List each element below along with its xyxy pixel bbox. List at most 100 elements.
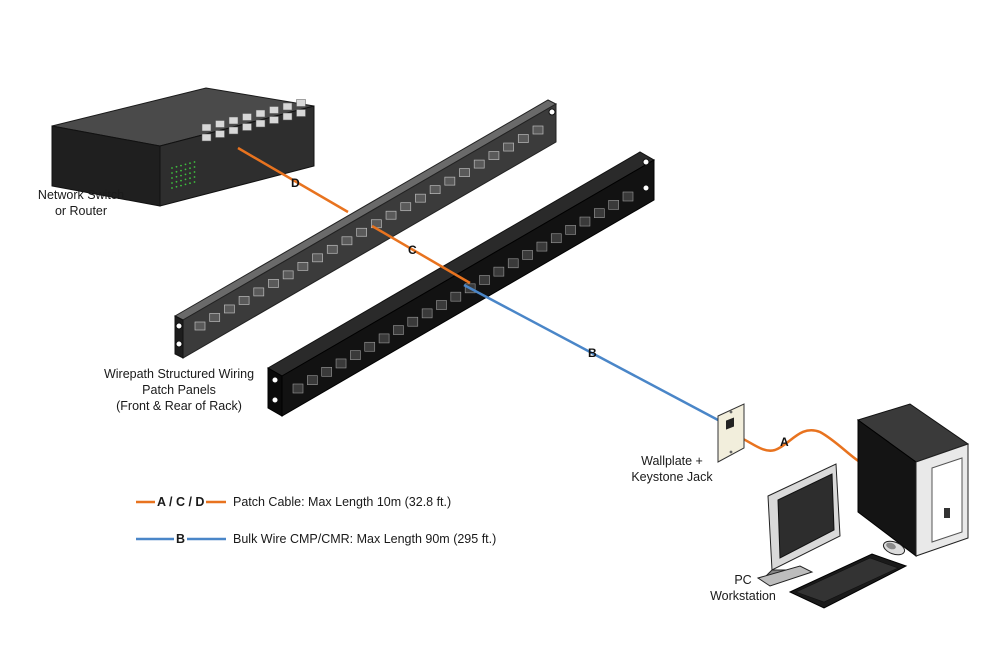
patch-port (579, 216, 591, 227)
patch-port (473, 159, 485, 169)
patch-port (224, 304, 235, 314)
legend-bulk-text: Bulk Wire CMP/CMR: Max Length 90m (295 f… (233, 532, 497, 546)
switch-led (189, 167, 191, 170)
switch-led (180, 184, 182, 187)
switch-port (255, 119, 266, 128)
patch-port (393, 325, 404, 335)
switch-label-line1: Network Switch (37, 188, 125, 202)
patch-port (536, 241, 548, 252)
keyboard (788, 553, 908, 609)
switch-led (180, 164, 182, 167)
switch-led (189, 177, 191, 180)
switch-led (189, 182, 191, 185)
switch-led (193, 176, 196, 178)
patch-port (594, 208, 605, 218)
wallplate-label-line2: Keystone Jack (631, 470, 713, 484)
wallplate-label: Wallplate + Keystone Jack (624, 453, 720, 485)
patch-port (479, 275, 490, 285)
switch-port (282, 102, 293, 111)
legend-patch-letters: A / C / D (155, 495, 207, 509)
switch-led (175, 165, 178, 168)
patch-port (297, 261, 309, 271)
mouse (882, 540, 906, 556)
patch-port (503, 142, 514, 152)
switch-led (193, 181, 196, 183)
patch-port (450, 291, 462, 302)
switch-leds (171, 161, 196, 189)
network-switch (51, 87, 315, 207)
patch-port (436, 300, 447, 310)
switch-label: Network Switch or Router (26, 187, 136, 219)
cable-c (371, 224, 471, 285)
switch-port (255, 109, 266, 118)
cable-label-c: C (408, 243, 417, 257)
switch-port (296, 99, 306, 107)
switch-led (184, 168, 187, 171)
switch-led (175, 180, 178, 183)
pc-monitor (756, 463, 841, 587)
switch-port (242, 113, 252, 121)
switch-led (171, 172, 173, 174)
patch-panel-front (173, 99, 558, 359)
patch-port (312, 253, 323, 263)
legend-bulk-letters: B (174, 532, 188, 546)
switch-port (269, 106, 279, 114)
pc-label-line1: PC (734, 573, 752, 587)
switch-led (189, 162, 191, 165)
patch-panels-label: Wirepath Structured Wiring Patch Panels … (94, 366, 264, 414)
wallplate-keystone-jack (717, 403, 745, 463)
patch-port (238, 296, 250, 305)
patch-port (282, 270, 294, 280)
patch-port (341, 236, 353, 246)
patch-port (292, 383, 304, 394)
patch-port (253, 287, 265, 297)
patch-port (622, 191, 634, 202)
switch-port (201, 133, 212, 142)
switch-led (171, 187, 173, 189)
front-panel-ports (194, 125, 544, 331)
cable-d (237, 146, 349, 214)
switch-led (180, 179, 182, 182)
patch-port (307, 375, 318, 385)
patch-port (385, 210, 397, 220)
switch-led (171, 182, 173, 184)
switch-port (228, 126, 239, 135)
patch-port (407, 316, 419, 327)
switch-led (171, 167, 173, 169)
patch-port (415, 193, 426, 203)
pc-workstation-label: PC Workstation (700, 572, 786, 604)
patch-port (493, 266, 505, 277)
patch-port (321, 367, 332, 377)
switch-ports (201, 99, 306, 142)
legend-patch-text: Patch Cable: Max Length 10m (32.8 ft.) (233, 495, 452, 509)
switch-port (296, 109, 306, 117)
patch-panels-label-line3: (Front & Rear of Rack) (116, 399, 242, 413)
patch-port (550, 233, 562, 244)
switch-port (242, 123, 252, 131)
patch-port (488, 151, 500, 160)
switch-port (215, 130, 225, 138)
cable-a (731, 429, 861, 464)
switch-port (201, 123, 212, 132)
patch-port (507, 258, 519, 269)
switch-led (180, 169, 182, 172)
patch-port (608, 200, 619, 210)
patch-panels-label-line1: Wirepath Structured Wiring (103, 367, 255, 381)
switch-led (184, 173, 187, 176)
patch-port (209, 313, 221, 322)
pc-tower (856, 403, 970, 558)
switch-led (193, 161, 196, 163)
switch-led (175, 185, 178, 188)
switch-port (269, 116, 279, 124)
patch-port (444, 176, 456, 186)
patch-port (517, 134, 529, 143)
patch-port (268, 279, 279, 288)
pc-label-line2: Workstation (710, 589, 776, 603)
patch-port (194, 321, 206, 331)
switch-led (180, 174, 182, 177)
switch-led (175, 175, 178, 178)
switch-led (184, 183, 187, 186)
patch-port (378, 333, 390, 344)
